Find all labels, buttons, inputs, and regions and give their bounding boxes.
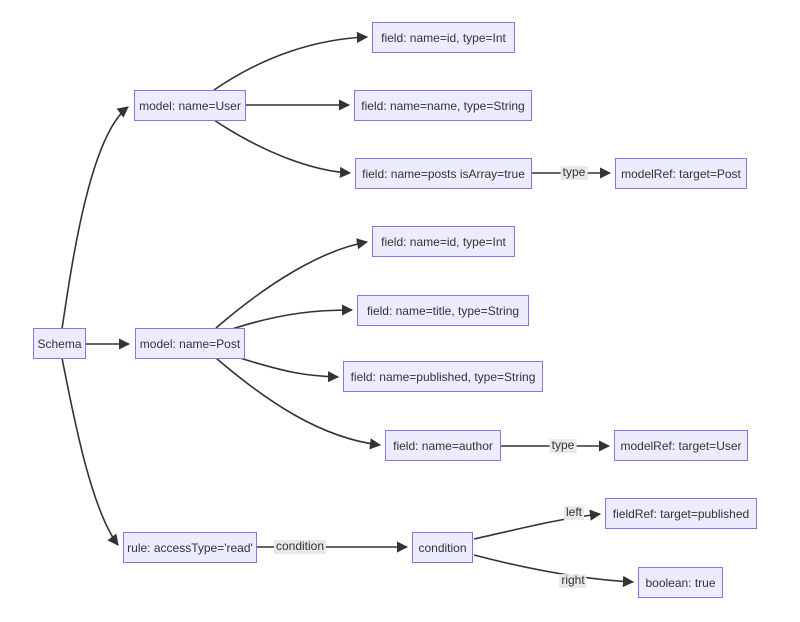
- node-post-field-title: field: name=title, type=String: [357, 295, 529, 326]
- node-modelref-user: modelRef: target=User: [614, 430, 748, 461]
- edge-label-right: right: [559, 573, 587, 588]
- node-schema: Schema: [33, 328, 86, 359]
- edge-schema-model-user: [61, 106, 129, 330]
- edge-condition-left: [473, 509, 602, 540]
- node-fieldref-published: fieldRef: target=published: [605, 498, 757, 529]
- node-user-field-name: field: name=name, type=String: [354, 90, 532, 121]
- node-boolean-true: boolean: true: [638, 567, 723, 598]
- edge-post-field-published: [239, 357, 340, 383]
- node-post-field-author: field: name=author: [385, 430, 501, 461]
- node-modelref-post: modelRef: target=Post: [615, 158, 747, 189]
- node-rule: rule: accessType='read': [123, 532, 257, 563]
- edge-label-rule-condition: condition: [273, 539, 327, 554]
- edge-condition-right: [473, 554, 635, 588]
- node-model-post: model: name=Post: [135, 328, 245, 359]
- edge-post-field-id: [215, 238, 369, 329]
- node-user-field-id: field: name=id, type=Int: [372, 22, 515, 53]
- node-post-field-published: field: name=published, type=String: [343, 361, 543, 392]
- edge-post-field-author: [215, 357, 382, 450]
- edge-user-field-posts: [213, 119, 352, 179]
- edge-schema-rule: [61, 357, 119, 546]
- edge-label-posts-type: type: [560, 165, 588, 180]
- edge-label-left: left: [563, 505, 585, 520]
- edge-user-field-id: [213, 31, 369, 91]
- node-model-user: model: name=User: [134, 90, 246, 121]
- edge-post-field-title: [231, 304, 354, 330]
- edge-label-author-type: type: [549, 438, 577, 453]
- node-user-field-posts: field: name=posts isArray=true: [355, 158, 532, 189]
- node-post-field-id: field: name=id, type=Int: [372, 226, 515, 257]
- node-condition: condition: [412, 532, 473, 563]
